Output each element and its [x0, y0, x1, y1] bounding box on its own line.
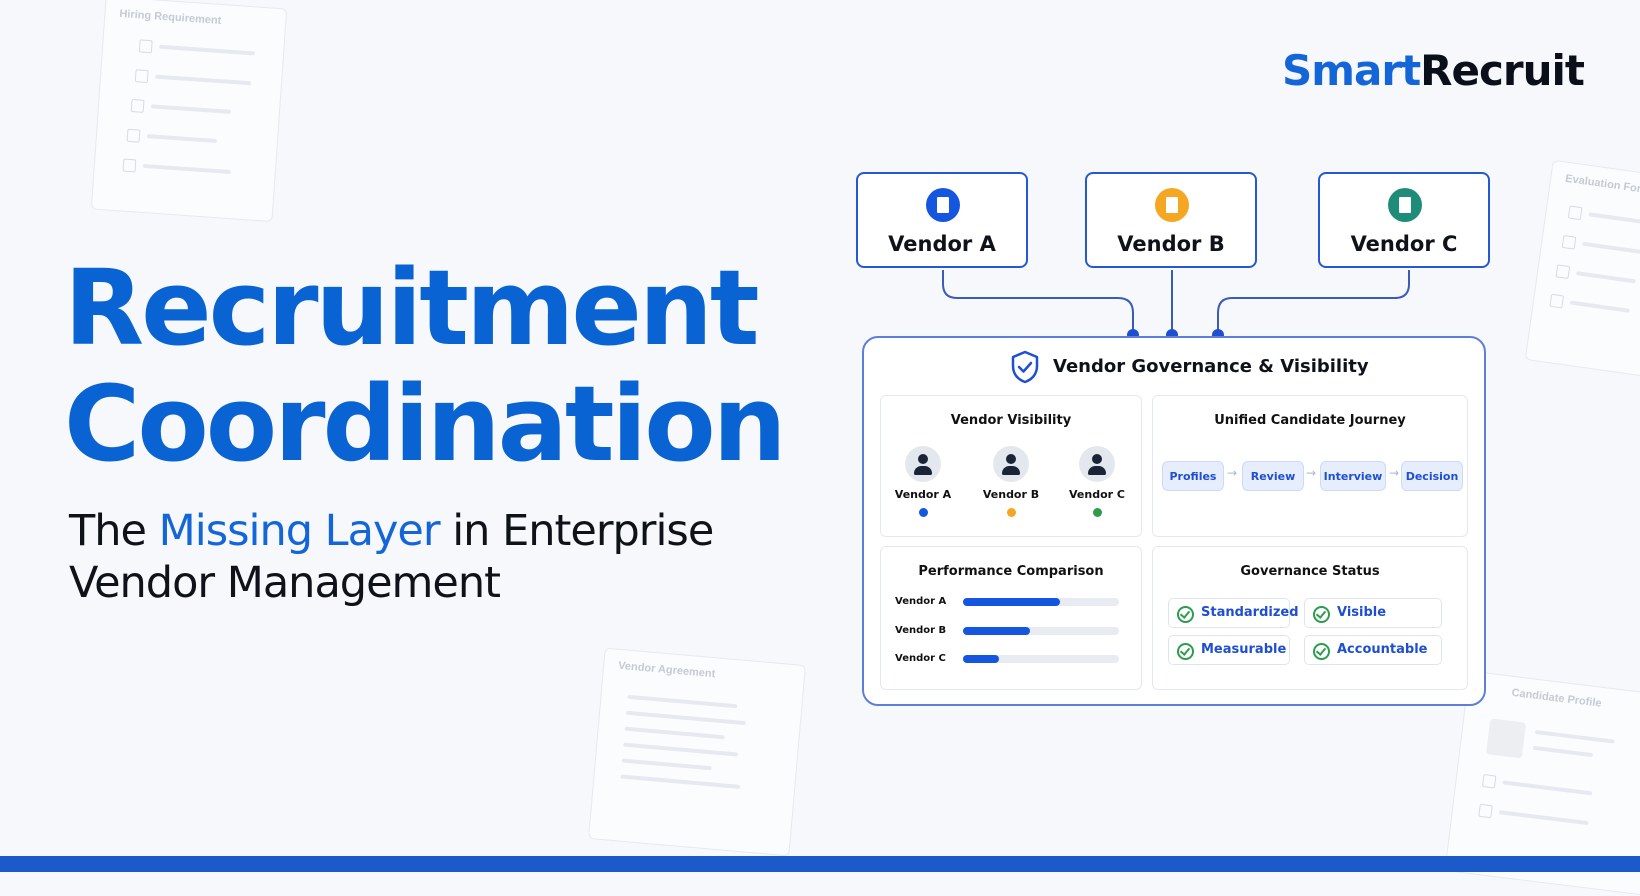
journey-step-review: Review	[1242, 461, 1304, 491]
subtitle-post: in Enterprise	[439, 506, 714, 556]
arrow-right-icon: →	[1389, 466, 1400, 480]
vendor-card-a: Vendor A	[856, 172, 1028, 268]
building-icon	[926, 188, 960, 222]
hero-title-line1: Recruitment	[64, 247, 760, 369]
performance-label: Vendor A	[895, 596, 947, 607]
vendor-card-c: Vendor C	[1318, 172, 1490, 268]
status-dot	[919, 508, 928, 517]
visibility-vendor-label: Vendor A	[894, 488, 952, 501]
journey-step-interview: Interview	[1320, 461, 1386, 491]
vendor-name: Vendor C	[1350, 232, 1458, 256]
status-chip-label: Standardized	[1201, 605, 1299, 620]
bottom-accent-bar	[0, 856, 1640, 872]
arrow-right-icon: →	[1306, 466, 1317, 480]
check-circle-icon	[1177, 643, 1194, 660]
check-circle-icon	[1313, 606, 1330, 623]
smartrecruit-logo: SmartRecruit	[1282, 46, 1585, 96]
status-dot	[1007, 508, 1016, 517]
building-icon	[1388, 188, 1422, 222]
status-dot	[1093, 508, 1102, 517]
hero-subtitle: The Missing Layer in Enterprise Vendor M…	[69, 505, 769, 609]
user-avatar-icon	[1079, 446, 1115, 482]
performance-bar-b	[963, 627, 1031, 635]
journey-step-profiles: Profiles	[1162, 461, 1224, 491]
vendor-name: Vendor A	[888, 232, 996, 256]
status-chip-accountable: Accountable	[1304, 635, 1442, 665]
check-circle-icon	[1313, 643, 1330, 660]
performance-track	[963, 627, 1119, 635]
status-chip-standardized: Standardized	[1168, 598, 1299, 628]
candidate-journey-card: Unified Candidate Journey Profiles → Rev…	[1152, 395, 1468, 537]
logo-smart-text: Smart	[1282, 46, 1421, 95]
performance-comparison-card: Performance Comparison Vendor A Vendor B…	[880, 546, 1142, 690]
performance-bar-c	[963, 655, 999, 663]
performance-bar-a	[963, 598, 1060, 606]
status-chip-label: Measurable	[1201, 642, 1287, 657]
shield-check-icon	[1011, 350, 1039, 384]
check-circle-icon	[1177, 606, 1194, 623]
user-avatar-icon	[905, 446, 941, 482]
vendor-card-b: Vendor B	[1085, 172, 1257, 268]
subtitle-highlight: Missing Layer	[158, 506, 441, 556]
building-icon	[1155, 188, 1189, 222]
performance-track	[963, 598, 1119, 606]
journey-step-decision: Decision	[1401, 461, 1463, 491]
logo-recruit-text: Recruit	[1420, 46, 1585, 95]
subtitle-pre: The	[69, 506, 159, 556]
subtitle-line2: Vendor Management	[69, 558, 501, 608]
status-chip-measurable: Measurable	[1168, 635, 1290, 665]
status-chip-label: Accountable	[1337, 642, 1428, 657]
visibility-vendor-label: Vendor C	[1069, 488, 1125, 501]
performance-label: Vendor B	[895, 625, 947, 636]
status-chip-visible: Visible	[1304, 598, 1442, 628]
card-title: Unified Candidate Journey	[1214, 413, 1406, 428]
card-title: Performance Comparison	[918, 564, 1104, 579]
visibility-vendor-label: Vendor B	[982, 488, 1040, 501]
status-chip-label: Visible	[1337, 605, 1387, 620]
arrow-right-icon: →	[1227, 466, 1238, 480]
hero-title-line2: Coordination	[64, 363, 787, 485]
card-title: Governance Status	[1240, 564, 1380, 579]
governance-status-card: Governance Status Standardized Visible M…	[1152, 546, 1468, 690]
vendor-visibility-card: Vendor Visibility Vendor A Vendor B Vend…	[880, 395, 1142, 537]
vendor-name: Vendor B	[1117, 232, 1225, 256]
performance-label: Vendor C	[895, 653, 946, 664]
card-title: Vendor Visibility	[950, 413, 1072, 428]
governance-title: Vendor Governance & Visibility	[1053, 356, 1369, 377]
performance-track	[963, 655, 1119, 663]
user-avatar-icon	[993, 446, 1029, 482]
